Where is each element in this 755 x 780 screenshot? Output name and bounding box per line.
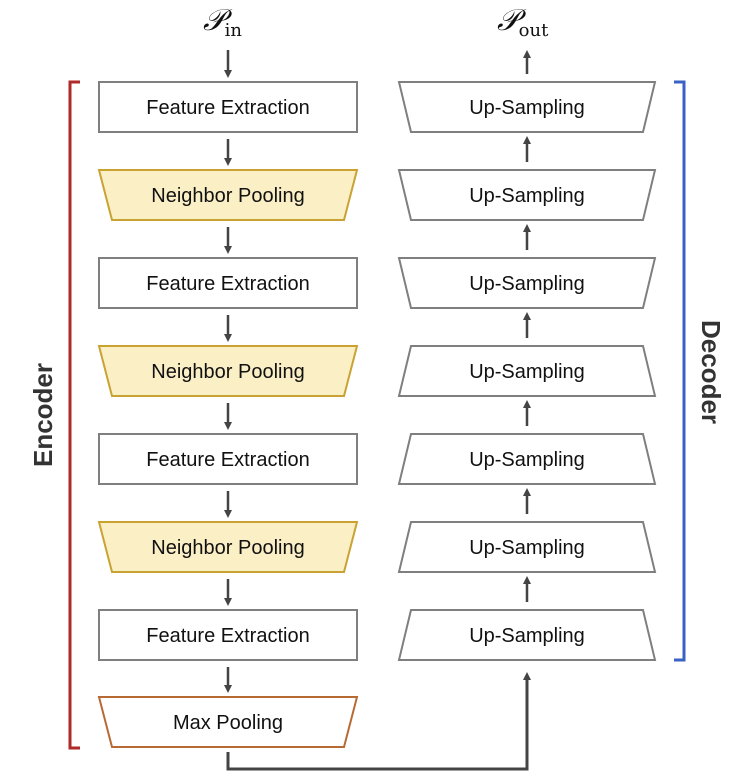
svg-text:Feature Extraction: Feature Extraction (146, 273, 309, 295)
decoder-block-up-sampling: Up-Sampling (397, 345, 657, 397)
svg-text:Feature Extraction: Feature Extraction (146, 97, 309, 119)
svg-text:Feature Extraction: Feature Extraction (146, 625, 309, 647)
svg-text:Up-Sampling: Up-Sampling (469, 361, 585, 383)
encoder-block-feature-extraction: Feature Extraction (98, 433, 358, 485)
decoder-block-up-sampling: Up-Sampling (397, 81, 657, 133)
encoder-block-feature-extraction: Feature Extraction (98, 609, 358, 661)
svg-text:Up-Sampling: Up-Sampling (469, 185, 585, 207)
svg-text:Up-Sampling: Up-Sampling (469, 273, 585, 295)
encoder-block-feature-extraction: Feature Extraction (98, 257, 358, 309)
decoder-block-up-sampling: Up-Sampling (397, 169, 657, 221)
svg-text:Up-Sampling: Up-Sampling (469, 537, 585, 559)
bottleneck-connector (226, 672, 531, 771)
encoder-block-neighbor-pooling: Neighbor Pooling (97, 521, 359, 573)
decoder-bracket (674, 80, 686, 662)
decoder-block-up-sampling: Up-Sampling (397, 521, 657, 573)
encoder-block-feature-extraction: Feature Extraction (98, 81, 358, 133)
encoder-label: Encoder (28, 363, 58, 467)
input-label: 𝒫in (203, 3, 242, 41)
svg-text:Neighbor Pooling: Neighbor Pooling (151, 361, 304, 383)
decoder-block-up-sampling: Up-Sampling (397, 433, 657, 485)
svg-text:Up-Sampling: Up-Sampling (469, 625, 585, 647)
svg-text:Feature Extraction: Feature Extraction (146, 449, 309, 471)
encoder-bracket (68, 80, 80, 750)
decoder-column: Up-Sampling Up-Sampling Up-Sampling Up-S… (397, 81, 657, 661)
encoder-block-neighbor-pooling: Neighbor Pooling (97, 169, 359, 221)
encoder-block-max-pooling: Max Pooling (97, 696, 359, 748)
svg-text:Neighbor Pooling: Neighbor Pooling (151, 185, 304, 207)
svg-text:Up-Sampling: Up-Sampling (469, 449, 585, 471)
decoder-label: Decoder (696, 320, 726, 424)
encoder-column: Feature Extraction Neighbor Pooling Feat… (97, 81, 359, 748)
output-label: 𝒫out (497, 3, 549, 41)
svg-text:Up-Sampling: Up-Sampling (469, 97, 585, 119)
decoder-block-up-sampling: Up-Sampling (397, 609, 657, 661)
encoder-block-neighbor-pooling: Neighbor Pooling (97, 345, 359, 397)
decoder-block-up-sampling: Up-Sampling (397, 257, 657, 309)
svg-text:Max Pooling: Max Pooling (173, 712, 283, 734)
svg-text:Neighbor Pooling: Neighbor Pooling (151, 537, 304, 559)
